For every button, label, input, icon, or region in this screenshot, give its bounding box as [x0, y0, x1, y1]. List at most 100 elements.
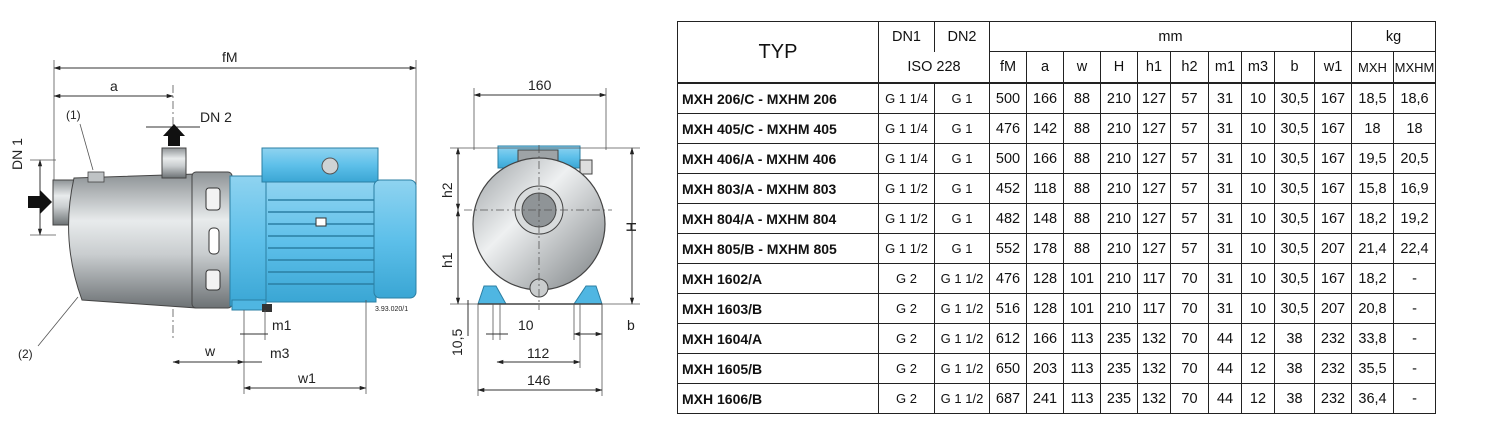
- cell-H: 235: [1100, 383, 1138, 414]
- callout-2: (2): [18, 347, 33, 361]
- cell-dn2: G 1: [934, 82, 990, 114]
- cell-dn1: G 1 1/2: [878, 173, 935, 204]
- cell-h2: 57: [1170, 82, 1209, 114]
- cell-b: 30,5: [1274, 293, 1315, 324]
- cell-h1: 127: [1137, 173, 1171, 204]
- cell-model: MXH 805/B - MXHM 805: [677, 233, 879, 264]
- dim-m1-label: m1: [272, 317, 292, 333]
- cell-m1: 31: [1208, 263, 1242, 294]
- cell-h2: 57: [1170, 113, 1209, 144]
- cell-H: 235: [1100, 353, 1138, 384]
- cell-mxh: 18,2: [1351, 263, 1394, 294]
- cell-mxh: 36,4: [1351, 383, 1394, 414]
- cell-h2: 70: [1170, 263, 1209, 294]
- dim-fM-label: fM: [222, 49, 238, 65]
- mm-column-header: h2: [1170, 51, 1209, 84]
- cell-model: MXH 1605/B: [677, 353, 879, 384]
- cell-H: 210: [1100, 173, 1138, 204]
- cell-w: 88: [1063, 203, 1101, 234]
- dn2-header: DN2: [934, 20, 990, 52]
- cell-w: 113: [1063, 353, 1101, 384]
- cell-h1: 127: [1137, 113, 1171, 144]
- cell-m3: 12: [1241, 323, 1275, 354]
- cell-H: 210: [1100, 293, 1138, 324]
- cell-mxhm: 18: [1393, 113, 1436, 144]
- cell-a: 241: [1026, 383, 1064, 414]
- mm-column-header: w: [1063, 51, 1101, 84]
- kg-column-header: MXHM: [1393, 51, 1436, 84]
- dim-10-5-label: 10,5: [449, 329, 465, 356]
- cell-m3: 12: [1241, 383, 1275, 414]
- cell-b: 30,5: [1274, 82, 1315, 114]
- pump-dimension-drawing: fM a DN 2 DN 1 (1) (2): [9, 49, 640, 396]
- cell-m3: 10: [1241, 293, 1275, 324]
- cell-a: 142: [1026, 113, 1064, 144]
- cell-model: MXH 206/C - MXHM 206: [677, 82, 879, 114]
- cell-dn1: G 2: [878, 323, 935, 354]
- cell-fM: 500: [989, 143, 1027, 174]
- cell-a: 128: [1026, 263, 1064, 294]
- mm-header: mm: [989, 20, 1352, 52]
- cell-m1: 31: [1208, 113, 1242, 144]
- inlet-arrow-icon: [28, 190, 52, 214]
- cell-h2: 70: [1170, 353, 1209, 384]
- cell-m3: 12: [1241, 353, 1275, 384]
- cell-model: MXH 804/A - MXHM 804: [677, 203, 879, 234]
- cell-fM: 552: [989, 233, 1027, 264]
- cell-a: 166: [1026, 82, 1064, 114]
- cell-mxh: 19,5: [1351, 143, 1394, 174]
- cell-m3: 10: [1241, 173, 1275, 204]
- mm-column-header: H: [1100, 51, 1138, 84]
- cell-dn2: G 1: [934, 203, 990, 234]
- cell-h1: 127: [1137, 203, 1171, 234]
- cell-w: 101: [1063, 263, 1101, 294]
- cell-dn2: G 1 1/2: [934, 383, 990, 414]
- cell-m3: 10: [1241, 203, 1275, 234]
- dim-h1-label: h1: [439, 252, 455, 268]
- cell-w1: 207: [1314, 293, 1352, 324]
- cell-dn1: G 1 1/4: [878, 113, 935, 144]
- cell-mxh: 35,5: [1351, 353, 1394, 384]
- cell-b: 38: [1274, 353, 1315, 384]
- cell-model: MXH 1602/A: [677, 263, 879, 294]
- cell-dn2: G 1 1/2: [934, 323, 990, 354]
- cell-h1: 127: [1137, 82, 1171, 114]
- cell-w: 113: [1063, 323, 1101, 354]
- cell-w: 101: [1063, 293, 1101, 324]
- cell-m1: 31: [1208, 143, 1242, 174]
- mm-column-header: b: [1274, 51, 1315, 84]
- dim-m3-label: m3: [270, 345, 290, 361]
- cell-fM: 650: [989, 353, 1027, 384]
- cell-w: 88: [1063, 113, 1101, 144]
- cell-w1: 232: [1314, 353, 1352, 384]
- callout-1: (1): [66, 108, 81, 122]
- cell-fM: 687: [989, 383, 1027, 414]
- cell-dn1: G 2: [878, 263, 935, 294]
- cell-m1: 31: [1208, 173, 1242, 204]
- cell-mxhm: -: [1393, 383, 1436, 414]
- cell-w1: 207: [1314, 233, 1352, 264]
- cell-w: 88: [1063, 82, 1101, 114]
- cell-m3: 10: [1241, 263, 1275, 294]
- cell-mxh: 21,4: [1351, 233, 1394, 264]
- cell-m1: 31: [1208, 233, 1242, 264]
- cell-b: 30,5: [1274, 203, 1315, 234]
- typ-header: TYP: [677, 21, 879, 84]
- cell-H: 210: [1100, 113, 1138, 144]
- cell-m1: 44: [1208, 353, 1242, 384]
- cell-w1: 167: [1314, 173, 1352, 204]
- cell-fM: 516: [989, 293, 1027, 324]
- cell-dn1: G 1 1/4: [878, 82, 935, 114]
- cell-m3: 10: [1241, 233, 1275, 264]
- cell-h1: 132: [1137, 383, 1171, 414]
- cell-a: 203: [1026, 353, 1064, 384]
- cell-w: 88: [1063, 233, 1101, 264]
- cell-dn1: G 2: [878, 383, 935, 414]
- cell-fM: 476: [989, 113, 1027, 144]
